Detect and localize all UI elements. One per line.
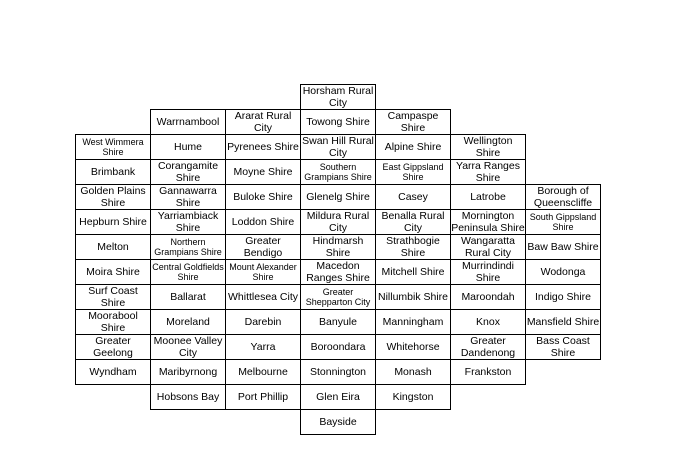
region-tile: Central Goldfields Shire	[150, 259, 226, 285]
region-tile: Maroondah	[450, 284, 526, 310]
region-tile: Strathbogie Shire	[375, 234, 451, 260]
region-tile: Ballarat	[150, 284, 226, 310]
region-tile: Wyndham	[75, 359, 151, 385]
region-tile: East Gippsland Shire	[375, 159, 451, 185]
region-tile: Mornington Peninsula Shire	[450, 209, 526, 235]
region-tile: Yarra Ranges Shire	[450, 159, 526, 185]
region-tile: Campaspe Shire	[375, 109, 451, 135]
region-tile: Casey	[375, 184, 451, 210]
region-tile: Hindmarsh Shire	[300, 234, 376, 260]
region-tile: Frankston	[450, 359, 526, 385]
region-tile: Hume	[150, 134, 226, 160]
region-tile: Mount Alexander Shire	[225, 259, 301, 285]
region-tile: Alpine Shire	[375, 134, 451, 160]
region-tile: Greater Bendigo	[225, 234, 301, 260]
region-tile: Moorabool Shire	[75, 309, 151, 335]
region-tile: Bayside	[300, 409, 376, 435]
region-tile: Wodonga	[525, 259, 601, 285]
region-tile: Mansfield Shire	[525, 309, 601, 335]
region-tile: Benalla Rural City	[375, 209, 451, 235]
region-tile: Latrobe	[450, 184, 526, 210]
region-tile: Greater Dandenong	[450, 334, 526, 360]
region-tile: Horsham Rural City	[300, 84, 376, 110]
region-tile: Yarra	[225, 334, 301, 360]
region-tile: Hepburn Shire	[75, 209, 151, 235]
region-tile: Yarriambiack Shire	[150, 209, 226, 235]
region-tile: Wangaratta Rural City	[450, 234, 526, 260]
region-tile: Moonee Valley City	[150, 334, 226, 360]
region-tile: Buloke Shire	[225, 184, 301, 210]
region-tile: Kingston	[375, 384, 451, 410]
region-tile: Macedon Ranges Shire	[300, 259, 376, 285]
region-tile: Southern Grampians Shire	[300, 159, 376, 185]
region-tile: Swan Hill Rural City	[300, 134, 376, 160]
region-tile: Towong Shire	[300, 109, 376, 135]
region-tile: Greater Shepparton City	[300, 284, 376, 310]
region-tile: Borough of Queenscliffe	[525, 184, 601, 210]
region-tile: Baw Baw Shire	[525, 234, 601, 260]
region-tile: Ararat Rural City	[225, 109, 301, 135]
region-tile: Hobsons Bay	[150, 384, 226, 410]
region-tile: Glenelg Shire	[300, 184, 376, 210]
region-tile: Nillumbik Shire	[375, 284, 451, 310]
region-tile: Manningham	[375, 309, 451, 335]
region-tile: Stonnington	[300, 359, 376, 385]
region-tile: Murrindindi Shire	[450, 259, 526, 285]
region-tile: Melton	[75, 234, 151, 260]
region-tile: Gannawarra Shire	[150, 184, 226, 210]
region-tile: Loddon Shire	[225, 209, 301, 235]
region-tile: Mitchell Shire	[375, 259, 451, 285]
region-tile: Whitehorse	[375, 334, 451, 360]
region-tile: Moyne Shire	[225, 159, 301, 185]
region-tile: Darebin	[225, 309, 301, 335]
region-tile: South Gippsland Shire	[525, 209, 601, 235]
region-tile: Moreland	[150, 309, 226, 335]
region-tile: Whittlesea City	[225, 284, 301, 310]
region-tile: Wellington Shire	[450, 134, 526, 160]
region-tile: Surf Coast Shire	[75, 284, 151, 310]
region-tile: Greater Geelong	[75, 334, 151, 360]
region-tile: Bass Coast Shire	[525, 334, 601, 360]
region-tile: Banyule	[300, 309, 376, 335]
region-tile: Port Phillip	[225, 384, 301, 410]
region-tile: Monash	[375, 359, 451, 385]
region-tile: Glen Eira	[300, 384, 376, 410]
region-tile: Knox	[450, 309, 526, 335]
region-tile: Northern Grampians Shire	[150, 234, 226, 260]
region-tile: Brimbank	[75, 159, 151, 185]
region-tile: Corangamite Shire	[150, 159, 226, 185]
region-tile: Mildura Rural City	[300, 209, 376, 235]
region-tile: Golden Plains Shire	[75, 184, 151, 210]
region-tile: Warrnambool	[150, 109, 226, 135]
region-tile: Maribyrnong	[150, 359, 226, 385]
region-tile: Moira Shire	[75, 259, 151, 285]
region-tile: Boroondara	[300, 334, 376, 360]
region-tile: Melbourne	[225, 359, 301, 385]
region-tile: Pyrenees Shire	[225, 134, 301, 160]
region-tile: West Wimmera Shire	[75, 134, 151, 160]
region-tile: Indigo Shire	[525, 284, 601, 310]
